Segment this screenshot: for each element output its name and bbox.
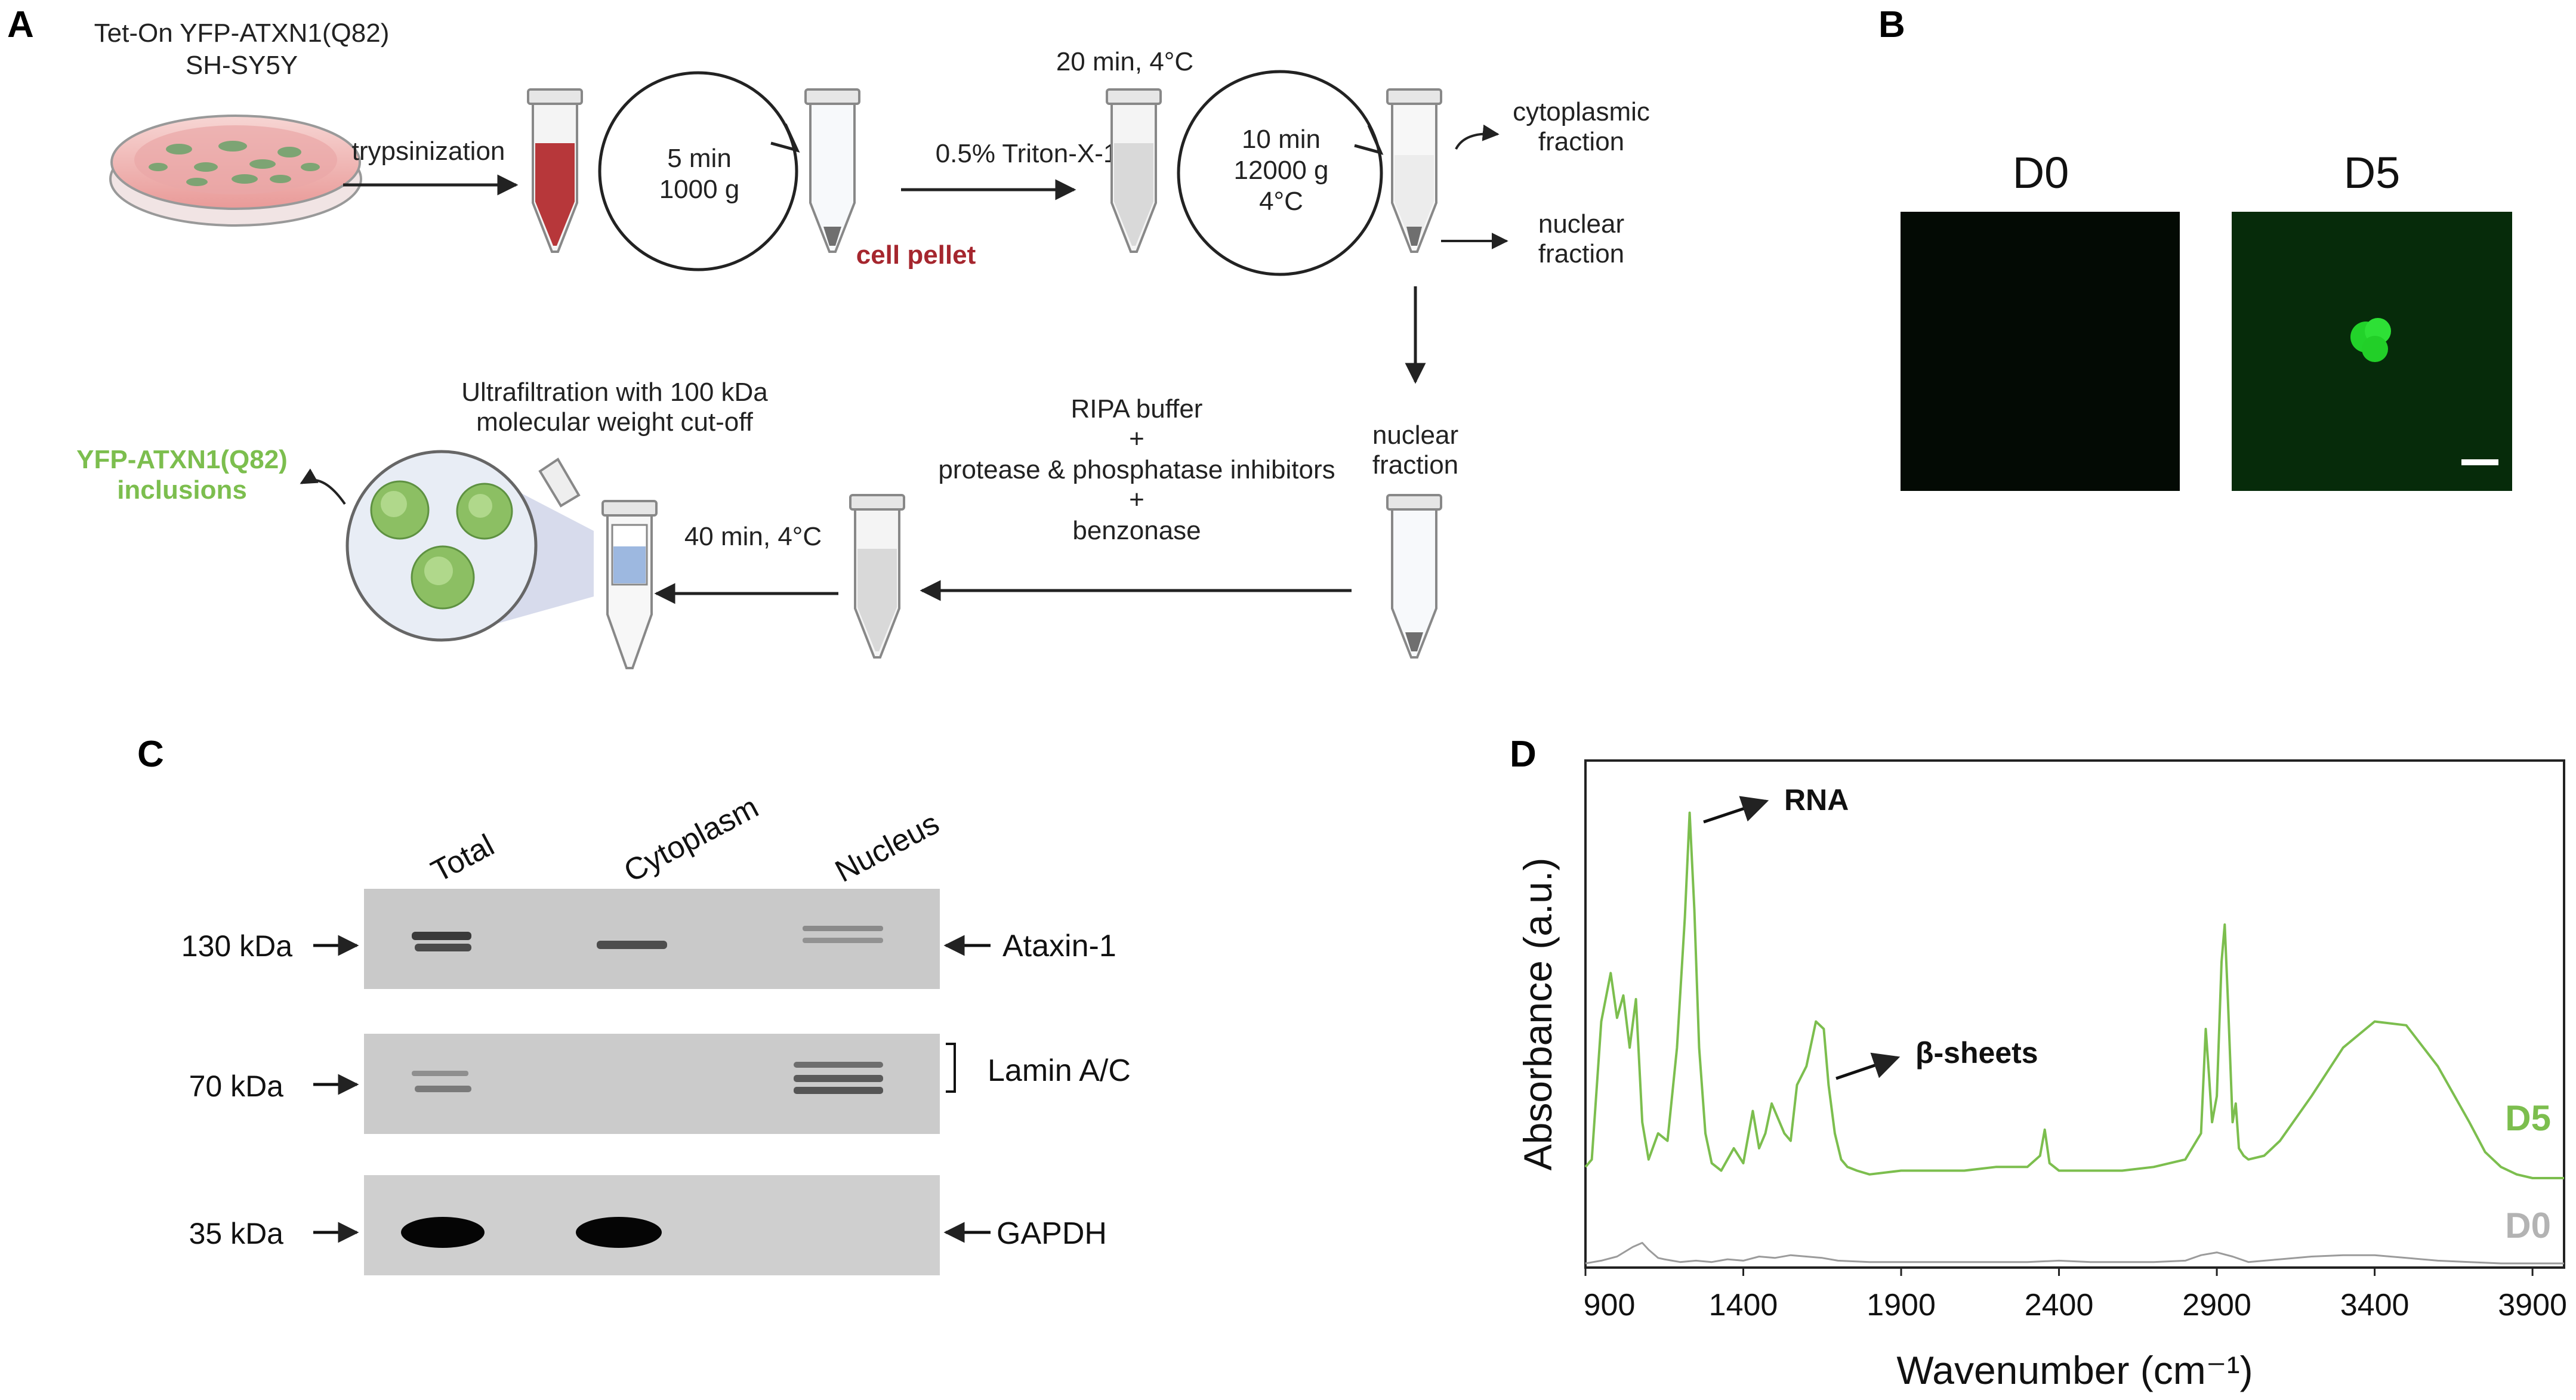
x-tick-label: 1400: [1709, 1288, 1778, 1322]
x-tick-label: 1900: [1867, 1288, 1936, 1322]
product-label-1: YFP-ATXN1(Q82): [76, 445, 288, 474]
lamin-bracket: [946, 1043, 956, 1093]
cyto-fraction-label-1: cytoplasmic: [1513, 97, 1650, 126]
x-tick-label: 2400: [2025, 1288, 2094, 1322]
spectra-plot: [1584, 811, 2564, 1265]
blot-gapdh: [364, 1175, 940, 1275]
beta-arrow: [1835, 1052, 1901, 1080]
nuc-fraction-label-2: fraction: [1538, 239, 1624, 268]
series-line-d5: [1584, 811, 2564, 1179]
spin1-speed: 1000 g: [659, 175, 740, 204]
panel-d-letter: D: [1510, 734, 1537, 775]
panel-b-letter: B: [1878, 4, 1905, 45]
x-tick-label: 2900: [2182, 1288, 2251, 1322]
rna-arrow: [1703, 796, 1769, 824]
kda-35: 35 kDa: [189, 1217, 284, 1250]
gapdh-label: GAPDH: [997, 1216, 1107, 1251]
spin2-speed: 12000 g: [1233, 156, 1328, 185]
beta-annotation: β-sheets: [1915, 1036, 2038, 1070]
lamin-label: Lamin A/C: [988, 1053, 1131, 1088]
product-arrow: [300, 468, 346, 505]
ultra-label-1: Ultrafiltration with 100 kDa: [461, 378, 768, 407]
ultra-label-2: molecular weight cut-off: [476, 407, 754, 437]
lysate-tube-icon: [1106, 88, 1162, 253]
cell-line-label: Tet-On YFP-ATXN1(Q82) SH-SY5Y: [94, 18, 390, 80]
series-label-d0: D0: [2505, 1206, 2551, 1246]
spin2-temp: 4°C: [1259, 187, 1303, 216]
rna-annotation: RNA: [1784, 783, 1849, 817]
d5-micrograph: [2232, 212, 2512, 491]
x-tick-label: 3900: [2498, 1288, 2567, 1322]
centrifuge-cycle-2: 10 min 12000 g 4°C: [1177, 70, 1384, 276]
separated-tube-icon: [1386, 88, 1442, 253]
buffer-line-5: benzonase: [1072, 516, 1201, 545]
x-axis-label: Wavenumber (cm⁻¹): [1896, 1348, 2253, 1392]
cell-pellet-label: cell pellet: [856, 240, 976, 270]
product-label-2: inclusions: [117, 475, 247, 505]
nuclear-tube-icon: [1386, 494, 1442, 659]
buffer-line-1: RIPA buffer: [1071, 394, 1203, 424]
trypsinization-label: trypsinization: [352, 137, 505, 166]
nuc-fraction-label-1: nuclear: [1538, 209, 1624, 239]
nuc-fraction-b-1: nuclear: [1372, 421, 1458, 450]
buffer-line-4: +: [1129, 485, 1144, 514]
buffer-line-3: protease & phosphatase inhibitors: [938, 455, 1335, 484]
series-line-d0: [1585, 1242, 2564, 1265]
lane-nucleus: Nucleus: [829, 806, 945, 889]
nuc-fraction-b-2: fraction: [1372, 450, 1458, 480]
d0-title: D0: [2013, 148, 2069, 197]
blot-ataxin: [364, 889, 940, 989]
blot-lamin: [364, 1034, 940, 1134]
cell-line-name: Tet-On YFP-ATXN1(Q82): [94, 18, 390, 48]
d5-title: D5: [2344, 148, 2401, 197]
x-tick-label: 900: [1584, 1288, 1636, 1322]
centrifuge-cycle-1: 5 min 1000 g: [598, 71, 800, 271]
lane-cytoplasm: Cytoplasm: [618, 790, 764, 889]
chart-frame: [1584, 759, 2565, 1269]
extract-tube-icon: [849, 494, 905, 659]
cyto-out-arrow: [1455, 124, 1500, 150]
culture-dish-icon: [109, 115, 362, 227]
buffer-line-2: +: [1129, 424, 1144, 453]
timing1-label: 20 min, 4°C: [1056, 47, 1193, 76]
x-tick-label: 3400: [2340, 1288, 2410, 1322]
kda-70: 70 kDa: [189, 1070, 284, 1103]
y-axis-label: Absorbance (a.u.): [1516, 858, 1560, 1171]
series-label-d5: D5: [2505, 1098, 2551, 1138]
inclusions-magnifier-icon: [345, 450, 538, 642]
timing2-label: 40 min, 4°C: [684, 522, 822, 551]
scale-bar: [2461, 459, 2498, 465]
red-tube-icon: [527, 88, 583, 253]
x-axis-ticks: 900 1400 1900 2400 2900 3400 3900: [1584, 1268, 2567, 1322]
spin2-time: 10 min: [1242, 125, 1321, 154]
lane-total: Total: [425, 828, 499, 889]
cyto-fraction-label-2: fraction: [1538, 127, 1624, 156]
cell-line-type: SH-SY5Y: [186, 51, 298, 80]
ataxin-label: Ataxin-1: [1002, 929, 1116, 963]
d0-micrograph: [1901, 212, 2180, 491]
buffer-label: RIPA buffer + protease & phosphatase inh…: [938, 394, 1335, 545]
pellet-tube-icon: [804, 88, 860, 253]
panel-a-letter: A: [7, 4, 34, 45]
kda-130: 130 kDa: [181, 929, 292, 963]
panel-c-letter: C: [137, 734, 164, 775]
spin1-time: 5 min: [667, 144, 732, 173]
